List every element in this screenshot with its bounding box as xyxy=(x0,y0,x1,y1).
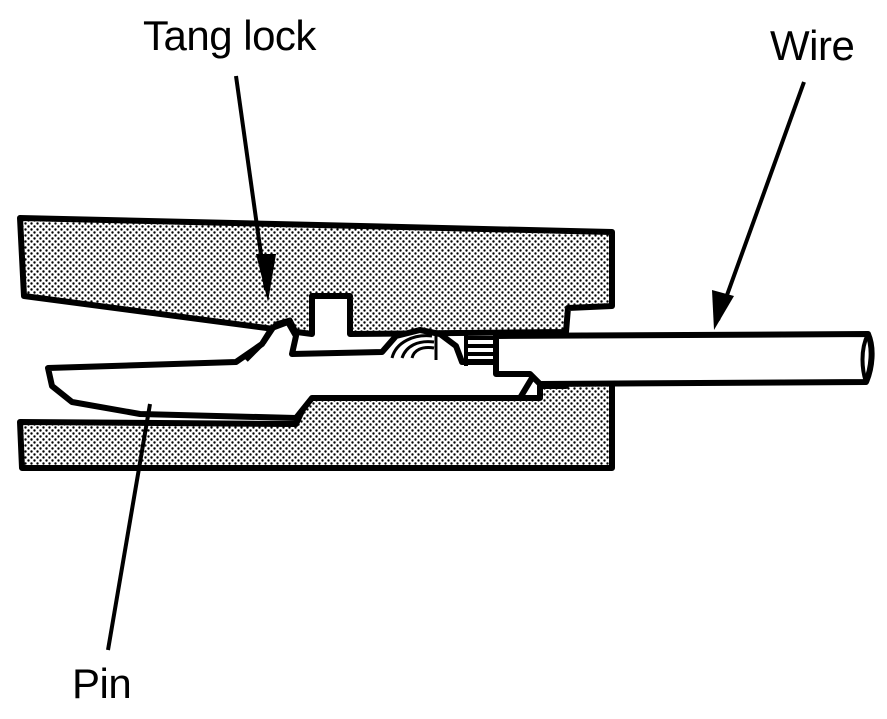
leader-lines xyxy=(106,75,806,651)
pin-leader xyxy=(106,403,152,651)
wire xyxy=(493,331,875,387)
wire-end-cut xyxy=(860,333,870,383)
upper-housing xyxy=(17,215,615,337)
tang-lock-finger xyxy=(244,317,301,362)
tang-lock-arrowhead xyxy=(256,254,276,302)
insulation-crimp xyxy=(464,334,494,366)
crimp-barrel xyxy=(390,334,438,360)
wire-label: Wire xyxy=(770,22,855,69)
pin-label: Pin xyxy=(72,660,132,707)
tang-lock-label: Tang lock xyxy=(143,12,316,59)
wire-arrowhead xyxy=(712,290,734,330)
wire-leader xyxy=(716,81,806,321)
